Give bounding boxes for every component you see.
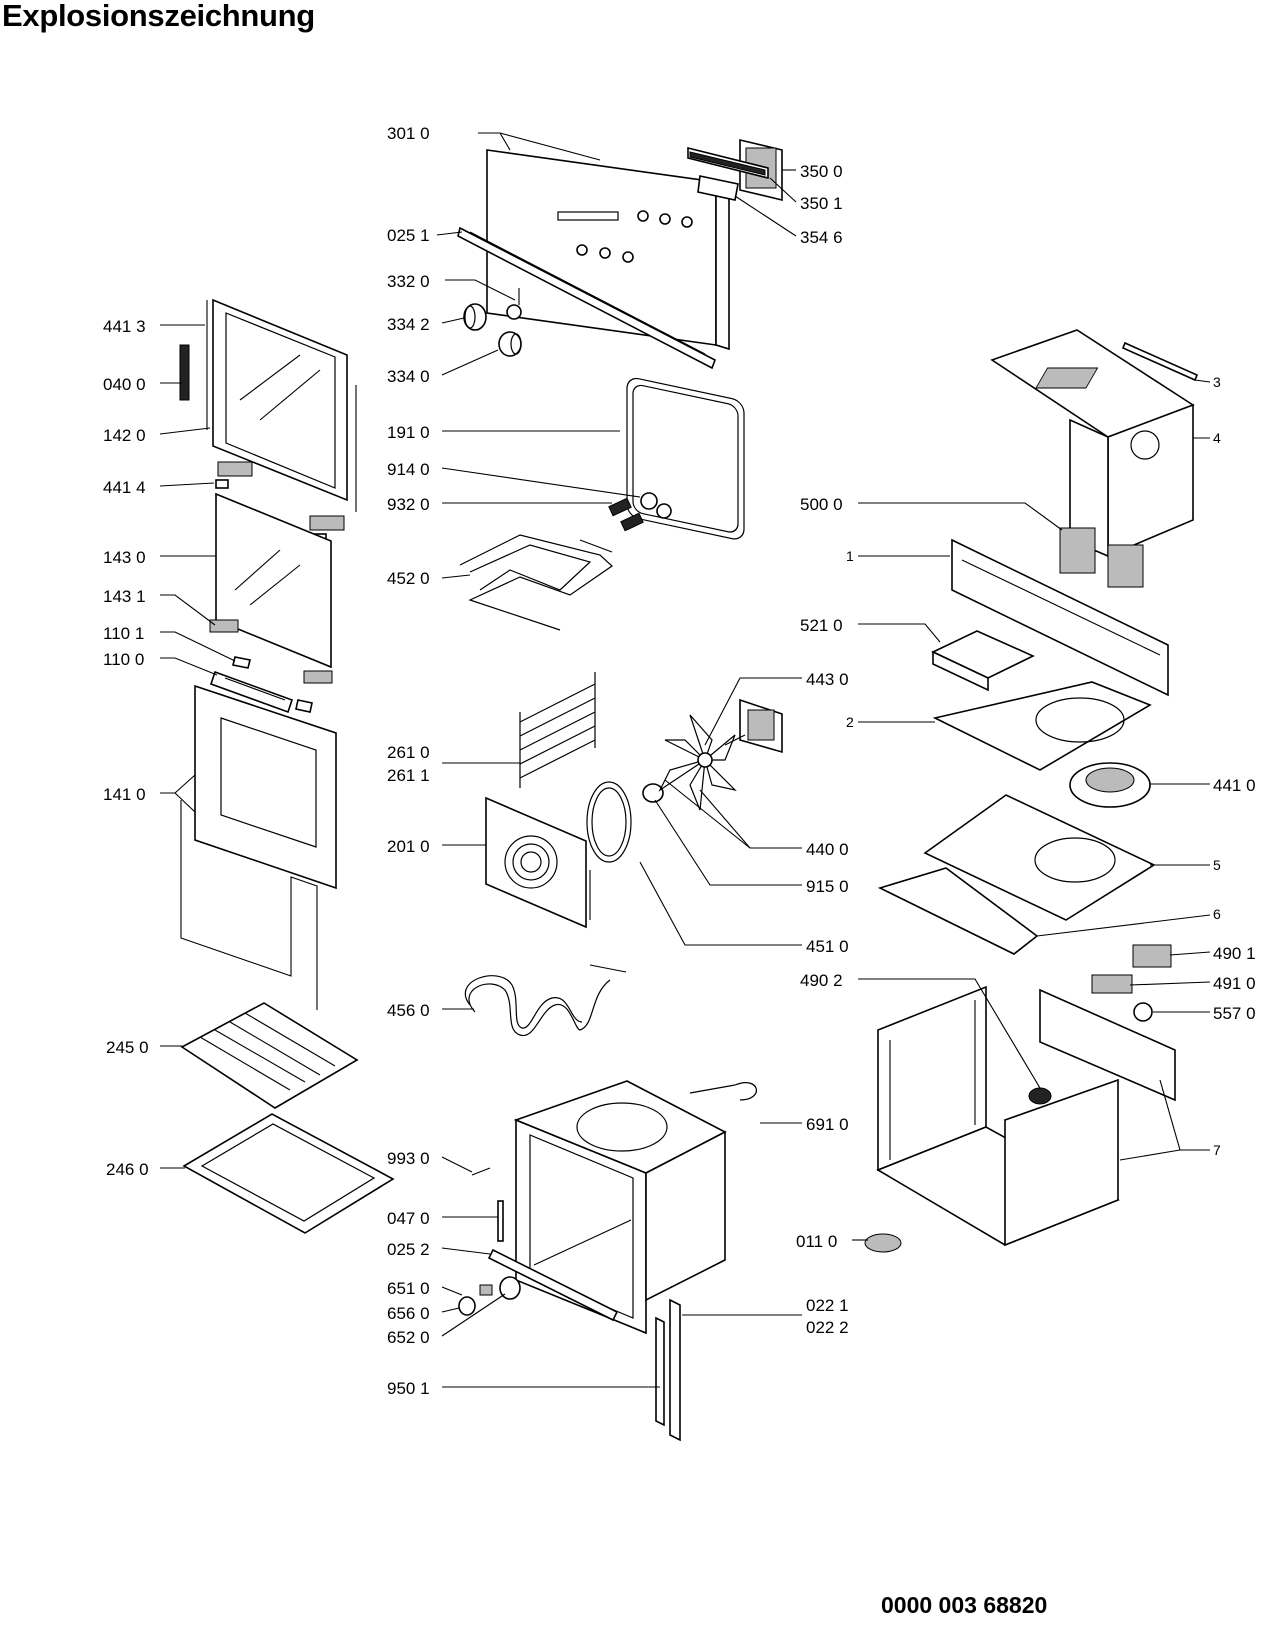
label-950-1: 950 1 [387, 1379, 430, 1398]
fan-nut [642, 783, 664, 803]
outer-door [180, 684, 337, 1010]
label-656-0: 656 0 [387, 1304, 430, 1323]
shelf-supports [519, 672, 596, 788]
label-993-0: 993 0 [387, 1149, 430, 1168]
trim-strip-bottom [487, 1248, 619, 1322]
label-040-0: 040 0 [103, 375, 146, 394]
door-handle [209, 670, 294, 714]
screw [471, 1167, 491, 1176]
control-frame [951, 538, 1169, 697]
baking-tray [182, 1113, 395, 1234]
label-443-0: 443 0 [806, 670, 849, 689]
lamp-fittings [608, 492, 672, 532]
foot [864, 1233, 902, 1253]
document-number: 0000 003 68820 [881, 1592, 1048, 1618]
side-rails [655, 1298, 681, 1442]
grill-heating-element [459, 534, 613, 631]
label-110-0: 110 0 [103, 650, 144, 669]
label-334-2: 334 2 [387, 315, 430, 334]
label-441-4: 441 4 [103, 478, 146, 497]
bottom-knob-assembly [458, 1276, 521, 1316]
glass-clips [209, 619, 333, 713]
label-301-0: 301 0 [387, 124, 430, 143]
oven-cavity [513, 1080, 727, 1335]
power-board [931, 630, 1035, 692]
label-261-0: 261 0 [387, 743, 430, 762]
small-electrical-parts [1091, 944, 1172, 1022]
label-452-0: 452 0 [387, 569, 430, 588]
label-143-0: 143 0 [103, 548, 146, 567]
inner-glass-panel [215, 492, 332, 669]
label-456-0: 456 0 [387, 1001, 430, 1020]
label-441-3: 441 3 [103, 317, 146, 336]
label-201-0: 201 0 [387, 837, 430, 856]
label-025-1: 025 1 [387, 226, 430, 245]
label-143-1: 143 1 [103, 587, 146, 606]
label-334-0: 334 0 [387, 367, 430, 386]
label-261-1: 261 1 [387, 766, 430, 785]
cavity-strip [497, 1200, 504, 1242]
air-deflector [932, 681, 1152, 771]
label-4: 4 [1213, 430, 1221, 446]
label-652-0: 652 0 [387, 1328, 430, 1347]
control-knobs [463, 288, 522, 357]
label-491-0: 491 0 [1213, 974, 1256, 993]
label-2: 2 [846, 714, 854, 730]
label-025-2: 025 2 [387, 1240, 430, 1259]
oven-door-seal [626, 377, 745, 540]
label-6: 6 [1213, 906, 1221, 922]
label-914-0: 914 0 [387, 460, 430, 479]
label-047-0: 047 0 [387, 1209, 430, 1228]
wire-shelf [180, 1002, 359, 1109]
label-440-0: 440 0 [806, 840, 849, 859]
label-022-1: 022 1 [806, 1296, 849, 1315]
label-7: 7 [1213, 1142, 1221, 1158]
label-932-0: 932 0 [387, 495, 430, 514]
label-521-0: 521 0 [800, 616, 843, 635]
label-5: 5 [1213, 857, 1221, 873]
control-panel [486, 149, 730, 351]
label-350-1: 350 1 [800, 194, 843, 213]
control-module [687, 138, 783, 202]
label-651-0: 651 0 [387, 1279, 430, 1298]
label-245-0: 245 0 [106, 1038, 149, 1057]
label-110-1: 110 1 [103, 624, 144, 643]
label-490-2: 490 2 [800, 971, 843, 990]
label-451-0: 451 0 [806, 937, 849, 956]
label-354-6: 354 6 [800, 228, 843, 247]
label-011-0: 011 0 [796, 1232, 837, 1251]
fan-cover [485, 796, 591, 929]
label-691-0: 691 0 [806, 1115, 849, 1134]
fan-motor [724, 698, 783, 754]
label-915-0: 915 0 [806, 877, 849, 896]
ring-heating-element [586, 781, 632, 863]
bottom-heating-element [464, 964, 627, 1036]
cooling-fan [1069, 762, 1151, 808]
door-frame-upper [179, 298, 357, 512]
grommet [1028, 1087, 1052, 1105]
trim-strip-top [457, 226, 716, 370]
label-1: 1 [846, 548, 854, 564]
label-022-2: 022 2 [806, 1318, 849, 1337]
switch-block [1059, 527, 1144, 588]
label-490-1: 490 1 [1213, 944, 1256, 963]
fan-blade [658, 714, 737, 811]
label-141-0: 141 0 [103, 785, 146, 804]
temperature-sensor [689, 1082, 758, 1101]
label-557-0: 557 0 [1213, 1004, 1256, 1023]
outer-casing [876, 985, 1176, 1247]
leader-lines [159, 132, 1211, 1388]
label-3: 3 [1213, 374, 1221, 390]
label-191-0: 191 0 [387, 423, 430, 442]
part-labels: 301 0 350 0 350 1 354 6 025 1 332 0 334 … [103, 124, 1256, 1398]
label-500-0: 500 0 [800, 495, 843, 514]
top-cover [990, 329, 1199, 558]
label-441-0: 441 0 [1213, 776, 1256, 795]
label-246-0: 246 0 [106, 1160, 149, 1179]
label-142-0: 142 0 [103, 426, 146, 445]
label-350-0: 350 0 [800, 162, 843, 181]
page-title: Explosionszeichnung [2, 0, 315, 33]
label-332-0: 332 0 [387, 272, 430, 291]
